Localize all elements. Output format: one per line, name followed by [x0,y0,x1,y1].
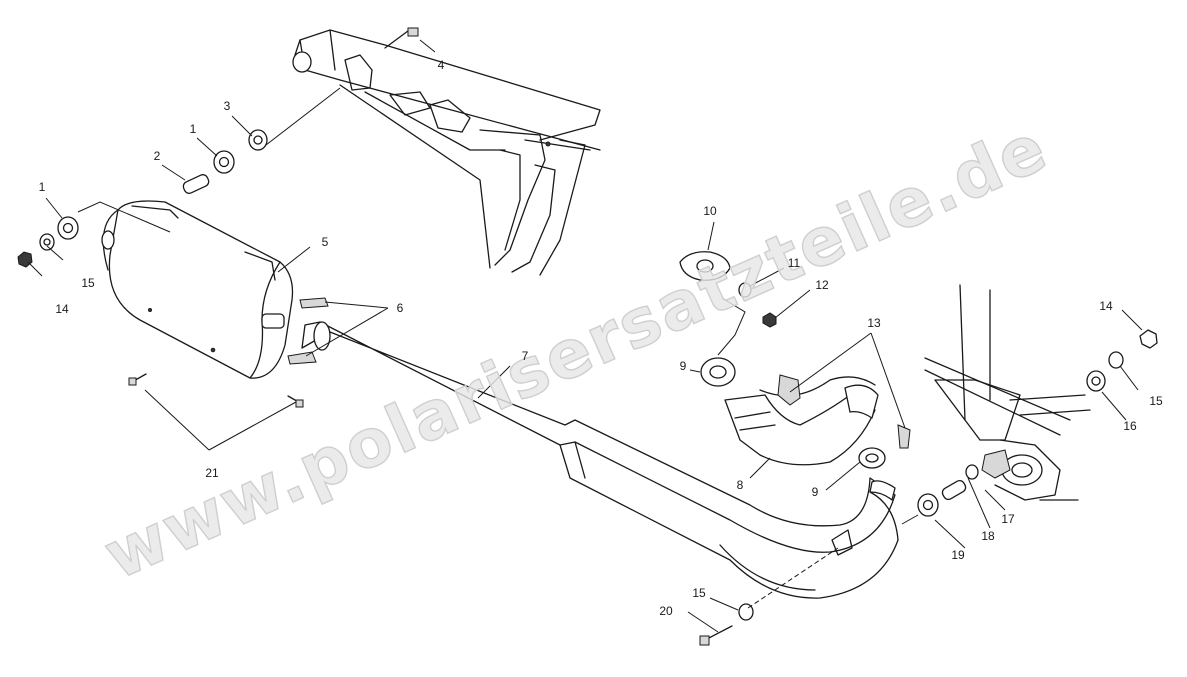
callout-15-bottom: 15 [692,586,706,600]
callout-16: 16 [1123,419,1137,433]
header-pipe [724,374,911,466]
callout-14-right: 14 [1099,299,1113,313]
callout-17: 17 [1001,512,1015,526]
callout-19: 19 [951,548,965,562]
callout-9-upper: 9 [680,359,687,373]
main-exhaust-pipe [301,321,899,599]
callout-20: 20 [659,604,673,618]
callout-4: 4 [438,58,445,72]
callout-1-upper-grommet: 1 [190,122,197,136]
leader-lines [27,39,1143,633]
callout-14-left: 14 [55,302,69,316]
callout-15-right: 15 [1149,394,1163,408]
callout-10: 10 [703,204,717,218]
callout-8: 8 [737,478,744,492]
callout-1-muffler-grommet: 1 [39,180,46,194]
frame-right [924,284,1091,501]
callout-6: 6 [397,301,404,315]
callout-11: 11 [788,256,801,270]
callout-13: 13 [867,316,881,330]
callout-15-left: 15 [81,276,95,290]
hardware [17,27,1158,646]
callout-2: 2 [154,149,161,163]
callout-9-lower: 9 [812,485,819,499]
muffler [101,200,294,379]
callout-3: 3 [224,99,231,113]
callout-7: 7 [522,349,529,363]
callout-5: 5 [322,235,329,249]
callout-labels: 1 1 2 3 4 5 6 7 8 9 9 10 11 12 13 14 14 … [39,58,1163,618]
callout-18: 18 [981,529,995,543]
callout-12: 12 [815,278,829,292]
muffler-springs [287,297,329,365]
frame-upper [292,29,601,276]
callout-21: 21 [205,466,219,480]
